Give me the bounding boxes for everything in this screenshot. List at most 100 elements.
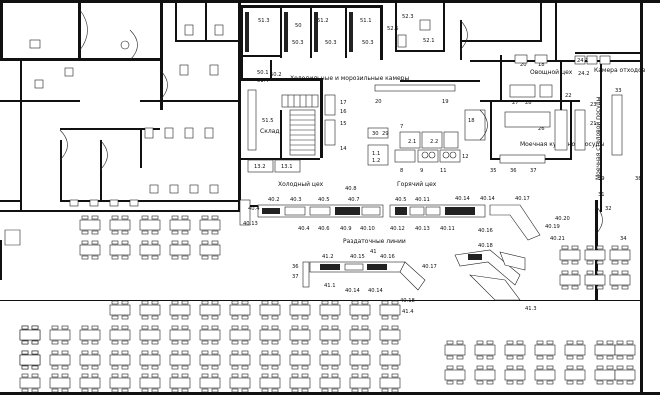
hot-label-40-17: 40.17	[515, 196, 530, 202]
serve-label-40-16: 40.16	[380, 254, 395, 260]
zone-table-washing: Моечная столовой посуды	[595, 96, 602, 180]
table-group	[259, 373, 281, 393]
table-group	[594, 365, 616, 385]
table-group	[319, 350, 341, 370]
room-label-17: 17	[340, 100, 347, 106]
serve-label-40-15: 40.15	[350, 254, 365, 260]
table-group	[349, 373, 371, 393]
line-label-40-16: 40.16	[478, 228, 493, 234]
table-group	[259, 350, 281, 370]
table-group	[289, 325, 311, 345]
table-group	[444, 365, 466, 385]
table-group	[199, 350, 221, 370]
zone-vegetable-shop: Овощной цех	[530, 69, 573, 76]
table-group	[614, 340, 636, 360]
room-label-19: 19	[442, 99, 449, 105]
room-label-35: 32	[605, 206, 612, 212]
warehouse: 51.5 Склад 13.2 13.1 17 16 15 14	[247, 89, 347, 173]
room-label-24-1: 18	[538, 62, 545, 68]
equip-8: 8	[400, 168, 403, 174]
room-label-51-2: 51.2	[317, 18, 329, 24]
hot-label-40-14-a: 40.14	[455, 196, 471, 202]
equip-1-1: 30	[372, 131, 379, 137]
table-group	[19, 373, 41, 393]
table-group	[139, 300, 161, 320]
serve-label-40-14-b: 40.14	[368, 288, 384, 294]
table-group	[474, 365, 496, 385]
cold-room-50-3-b: 50.3	[325, 40, 337, 46]
equip-7: 7	[400, 124, 403, 130]
serve-label-40-18-b: 40.18	[478, 243, 493, 249]
equip-11: 11	[440, 168, 447, 174]
table-group	[584, 245, 606, 265]
room-label-39: 37	[530, 168, 537, 174]
table-group	[379, 373, 401, 393]
table-group	[564, 365, 586, 385]
room-label-25: 24.2	[578, 71, 590, 77]
table-group	[199, 215, 221, 235]
table-group	[259, 300, 281, 320]
equip-9: 9	[420, 168, 423, 174]
table-group	[504, 340, 526, 360]
zone-waste-chamber: Камера отходов	[594, 67, 646, 74]
equip-4: 2.2	[430, 139, 438, 145]
serve-label-41-2: 41.2	[322, 254, 334, 260]
table-group	[609, 245, 631, 265]
room-label-50-1: 50.1	[257, 70, 269, 76]
table-group	[564, 340, 586, 360]
cold-label-40-2: 40.2	[268, 197, 280, 203]
equip-2-2: 1.2	[372, 158, 380, 164]
table-group	[559, 270, 581, 290]
table-group	[229, 325, 251, 345]
cold-room-50-3-a: 50.3	[292, 40, 304, 46]
table-group	[379, 325, 401, 345]
cold-room-50: 50	[295, 23, 302, 29]
room-label-31: 38	[635, 176, 642, 182]
table-group	[109, 350, 131, 370]
table-group	[199, 373, 221, 393]
table-group	[319, 325, 341, 345]
table-group	[349, 325, 371, 345]
cold-label-40-5: 40.5	[318, 197, 330, 203]
room-label-51-1: 51.1	[360, 18, 372, 24]
cold-room-50-3-c: 50.3	[362, 40, 374, 46]
room-label-52-3: 52.3	[402, 14, 414, 20]
room-label-30: 39	[598, 176, 605, 182]
table-group	[259, 325, 281, 345]
zone-cold-rooms: Холодильные и морозильные камеры	[290, 75, 409, 82]
room-label-33: 23	[590, 102, 597, 108]
line-label-40-9: 40.9	[340, 226, 352, 232]
table-group	[139, 215, 161, 235]
line-label-40-11: 40.11	[440, 226, 455, 232]
line-label-40-4: 40.4	[298, 226, 310, 232]
table-group	[49, 373, 71, 393]
room-label-18: 18	[468, 118, 475, 124]
room-label-51-5: 51.5	[262, 118, 274, 124]
table-group	[289, 300, 311, 320]
room-label-37: 35	[490, 168, 497, 174]
room-label-34: 33	[615, 88, 622, 94]
table-group	[169, 215, 191, 235]
zone-serving-lines: Раздаточные линии	[343, 238, 406, 245]
table-group	[109, 240, 131, 260]
table-group	[79, 350, 101, 370]
cold-label-40-3: 40.3	[290, 197, 302, 203]
table-group	[199, 300, 221, 320]
table-group	[169, 240, 191, 260]
table-group	[584, 270, 606, 290]
table-group	[594, 340, 616, 360]
cooking-lines: Холодный цех Горячий цех 40.8 40.5 40.7 …	[239, 181, 570, 245]
room-label-13-1: 13.1	[281, 164, 293, 170]
table-group	[109, 300, 131, 320]
serve-label-40-14-a: 40.14	[345, 288, 361, 294]
serving-lines: 41 41.2 40.15 40.16 36 37 41.1 40.14 40.…	[292, 243, 537, 315]
table-group	[289, 350, 311, 370]
table-group	[169, 300, 191, 320]
serve-label-40-17: 40.17	[422, 264, 437, 270]
table-group	[319, 373, 341, 393]
equip-12: 12	[462, 154, 469, 160]
table-group	[319, 300, 341, 320]
table-group	[79, 373, 101, 393]
table-group	[79, 240, 101, 260]
